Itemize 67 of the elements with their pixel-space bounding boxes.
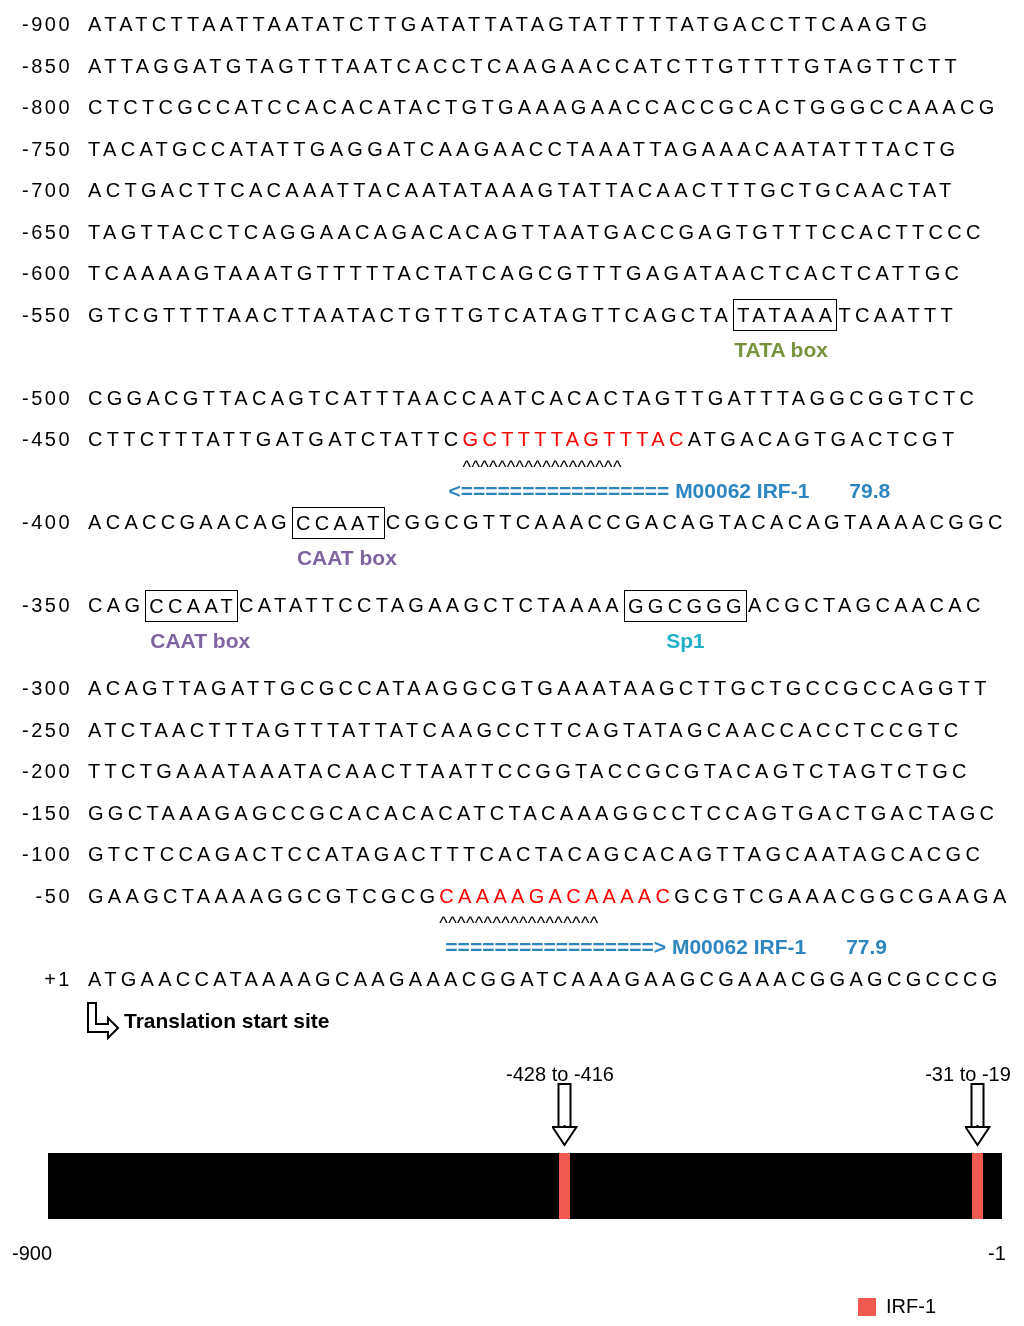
binding-site-mark (559, 1153, 570, 1219)
dna-sequence: TTCTGAAATAAATACAACTTAATTCCGGTACCGCGTACAGTCTAGTCTGC (88, 760, 971, 784)
position-number: -600 (20, 262, 72, 286)
motif-label: TATA box (734, 338, 828, 363)
dna-sequence: TCAAAAGTAAATGTTTTTACTATCAGCGTTTGAGATAACTCACTCATTGC (88, 262, 964, 286)
position-number: -500 (20, 386, 72, 410)
legend-label: IRF-1 (886, 1295, 936, 1318)
position-number: -250 (20, 718, 72, 742)
match-score: 79.8 (849, 478, 891, 503)
motif-label: CAAT box (150, 628, 251, 653)
position-number: -200 (20, 760, 72, 784)
axis-label: -1 (988, 1242, 1006, 1265)
position-number: -300 (20, 677, 72, 701)
dna-sequence: GGCTAAAGAGCCGCACACACATCTACAAAGGCCTCCAGTGACTGACTAGC (88, 801, 999, 825)
dna-sequence: ATGACAGTGACTCGT (687, 428, 959, 452)
arrow (551, 1083, 578, 1146)
match-marks: ^^^^^^^^^^^^^^^^^^ (439, 913, 599, 934)
position-number: -900 (20, 13, 72, 37)
position-number: -150 (20, 801, 72, 825)
dna-sequence: CTTCTTTATTGATGATCTATTC (88, 428, 463, 452)
promoter-bar (48, 1153, 1002, 1219)
position-number: -50 (34, 884, 72, 908)
position-number: +1 (43, 967, 72, 991)
motif-annotation: <================= M00062 IRF-1 (448, 478, 810, 503)
dna-sequence: CATATTCCTAGAAGCTCTAAAA (239, 594, 623, 618)
dna-sequence: TACATGCCATATTGAGGATCAAGAACCTAAATTAGAAACAATATTTACTG (88, 137, 960, 161)
dna-sequence: CTCTCGCCATCCACACATACTGTGAAAGAACCACCGCACTGGGCCAAACG (88, 96, 999, 120)
binding-site-mark (972, 1153, 983, 1219)
match-marks: ^^^^^^^^^^^^^^^^^^ (462, 456, 622, 478)
binding-site-sequence: CAAAAGACAAAAC (439, 884, 675, 908)
axis-label: -900 (12, 1242, 53, 1265)
dna-sequence: ATTAGGATGTAGTTTAATCACCTCAAGAACCATCTTGTTTTGTAGTTCTT (88, 54, 962, 78)
dna-sequence: ATCTAACTTTAGTTTATTATCAAGCCTTCAGTATAGCAACCACCTCCGTC (88, 718, 963, 742)
dna-sequence: ACTGACTTCACAAATTACAATATAAAGTATTACAACTTTGCTGCAACTAT (88, 179, 956, 203)
position-label: -428 to -416 (506, 1064, 614, 1084)
dna-sequence: GAAGCTAAAAGGCGTCGCG (88, 884, 440, 908)
dna-sequence: TAGTTACCTCAGGAACAGACACAGTTAATGACCGAGTGTTTCCACTTCCC (88, 220, 985, 244)
motif-label: Sp1 (666, 628, 705, 653)
position-number: -450 (20, 428, 72, 452)
position-number: -700 (20, 179, 72, 203)
binding-site-sequence: GCTTTTAGTTTAC (462, 428, 688, 452)
motif-annotation: =================> M00062 IRF-1 (445, 935, 807, 959)
dna-sequence: GTCGTTTTAACTTAATACTGTTGTCATAGTTCAGCTA (88, 303, 733, 327)
position-label: -31 to -19 (925, 1064, 1011, 1084)
arrow (964, 1083, 991, 1146)
dna-sequence: ACACCGAACAG (88, 511, 291, 535)
dna-sequence: GTCTCCAGACTCCATAGACTTTCACTACAGCACAGTTAGCAATAGCACGC (88, 843, 985, 867)
dna-sequence: CGGCGTTCAAACCGACAGTACACAGTAAAACGGC (385, 511, 1007, 535)
dna-sequence: GCGTCGAAACGGCGAAGA (674, 884, 1011, 908)
dna-sequence: CAG (88, 594, 145, 618)
dna-sequence: ATGAACCATAAAAGCAAGAAACGGATCAAAGAAGCGAAACGGAGCGCCCG (88, 967, 1002, 991)
position-number: -550 (20, 303, 72, 327)
position-number: -850 (20, 54, 72, 78)
dna-sequence: TCAATTT (838, 303, 957, 327)
position-number: -400 (20, 511, 72, 535)
match-score: 77.9 (846, 935, 888, 959)
position-number: -800 (20, 96, 72, 120)
position-number: -350 (20, 594, 72, 618)
site-label: Translation start site (124, 1008, 330, 1033)
motif-label: CAAT box (296, 545, 397, 570)
position-number: -100 (20, 843, 72, 867)
position-number: -650 (20, 220, 72, 244)
dna-sequence: ACGCTAGCAACAC (747, 594, 985, 618)
dna-sequence: CGGACGTTACAGTCATTTAACCAATCACACTAGTTGATTTAGGCGGTCTC (88, 386, 979, 410)
dna-sequence: ACAGTTAGATTGCGCCATAAGGCGTGAAATAAGCTTGCTGCCGCCAGGTT (88, 677, 991, 701)
dna-sequence: ATATCTTAATTAATATCTTGATATTATAGTATTTTTATGACCTTCAAGTG (88, 13, 932, 37)
position-number: -750 (20, 137, 72, 161)
